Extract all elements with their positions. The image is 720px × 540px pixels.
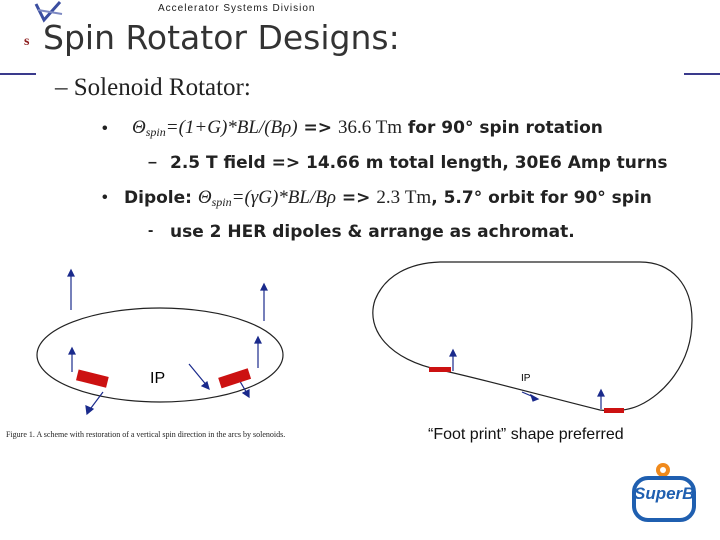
solenoid-ring-figure [36,268,284,416]
theta-symbol: Θ [197,187,212,208]
superb-logo-icon [632,463,696,522]
sub-dash: – [148,154,157,171]
arrow-text: => [297,118,338,138]
rest-text: , 5.7° orbit for 90° spin [431,188,652,208]
bullet-dot: • [102,120,108,137]
ring-orbit [36,307,284,403]
organization-header: Accelerator Systems Division [158,3,316,14]
spin-arrows [449,348,605,409]
spin-arrows [67,268,268,416]
bullet-dipole-formula: Dipole: Θspin=(γG)*BL/Bρ => 2.3 Tm, 5.7°… [124,187,652,210]
superb-logo-text: SuperB [634,484,695,503]
footprint-ring-figure [372,261,693,413]
solenoid-right [218,368,252,389]
ip-label-left: IP [150,370,166,387]
header-s-mark: s [24,34,30,49]
arrow-text: => [336,188,377,208]
slide-title: Spin Rotator Designs: [43,18,400,57]
lead-text: Dipole: [124,188,198,208]
dipole-right [604,408,624,413]
footprint-caption: “Foot print” shape preferred [428,426,624,443]
sub-item-solenoid: 2.5 T field => 14.66 m total length, 30E… [170,153,668,173]
lab-logo-icon [34,1,63,23]
rest-text: for 90° spin rotation [401,118,603,138]
figure-caption: Figure 1. A scheme with restoration of a… [6,430,286,439]
value-text: 2.3 Tm [376,187,432,208]
sub-dash: - [148,222,154,239]
theta-subscript: spin [211,195,232,209]
bullet-solenoid-formula: Θspin=(1+G)*BL/(Bρ) => 36.6 Tm for 90° s… [132,117,603,140]
header-rule-right [684,73,720,75]
formula-text: =(γG)*BL/Bρ [231,187,336,208]
ip-label-right: IP [521,373,531,384]
dipole-left [429,367,451,372]
solenoid-left [75,369,109,388]
sub-item-dipole: use 2 HER dipoles & arrange as achromat. [170,222,575,242]
value-text: 36.6 Tm [337,117,402,138]
header-rule-left [0,73,36,75]
slide-subtitle: – Solenoid Rotator: [55,74,251,101]
bullet-dot: • [102,189,108,206]
theta-subscript: spin [145,125,166,139]
formula-text: =(1+G)*BL/(Bρ) [165,117,298,138]
theta-symbol: Θ [132,117,146,138]
ring-orbit [372,261,693,412]
